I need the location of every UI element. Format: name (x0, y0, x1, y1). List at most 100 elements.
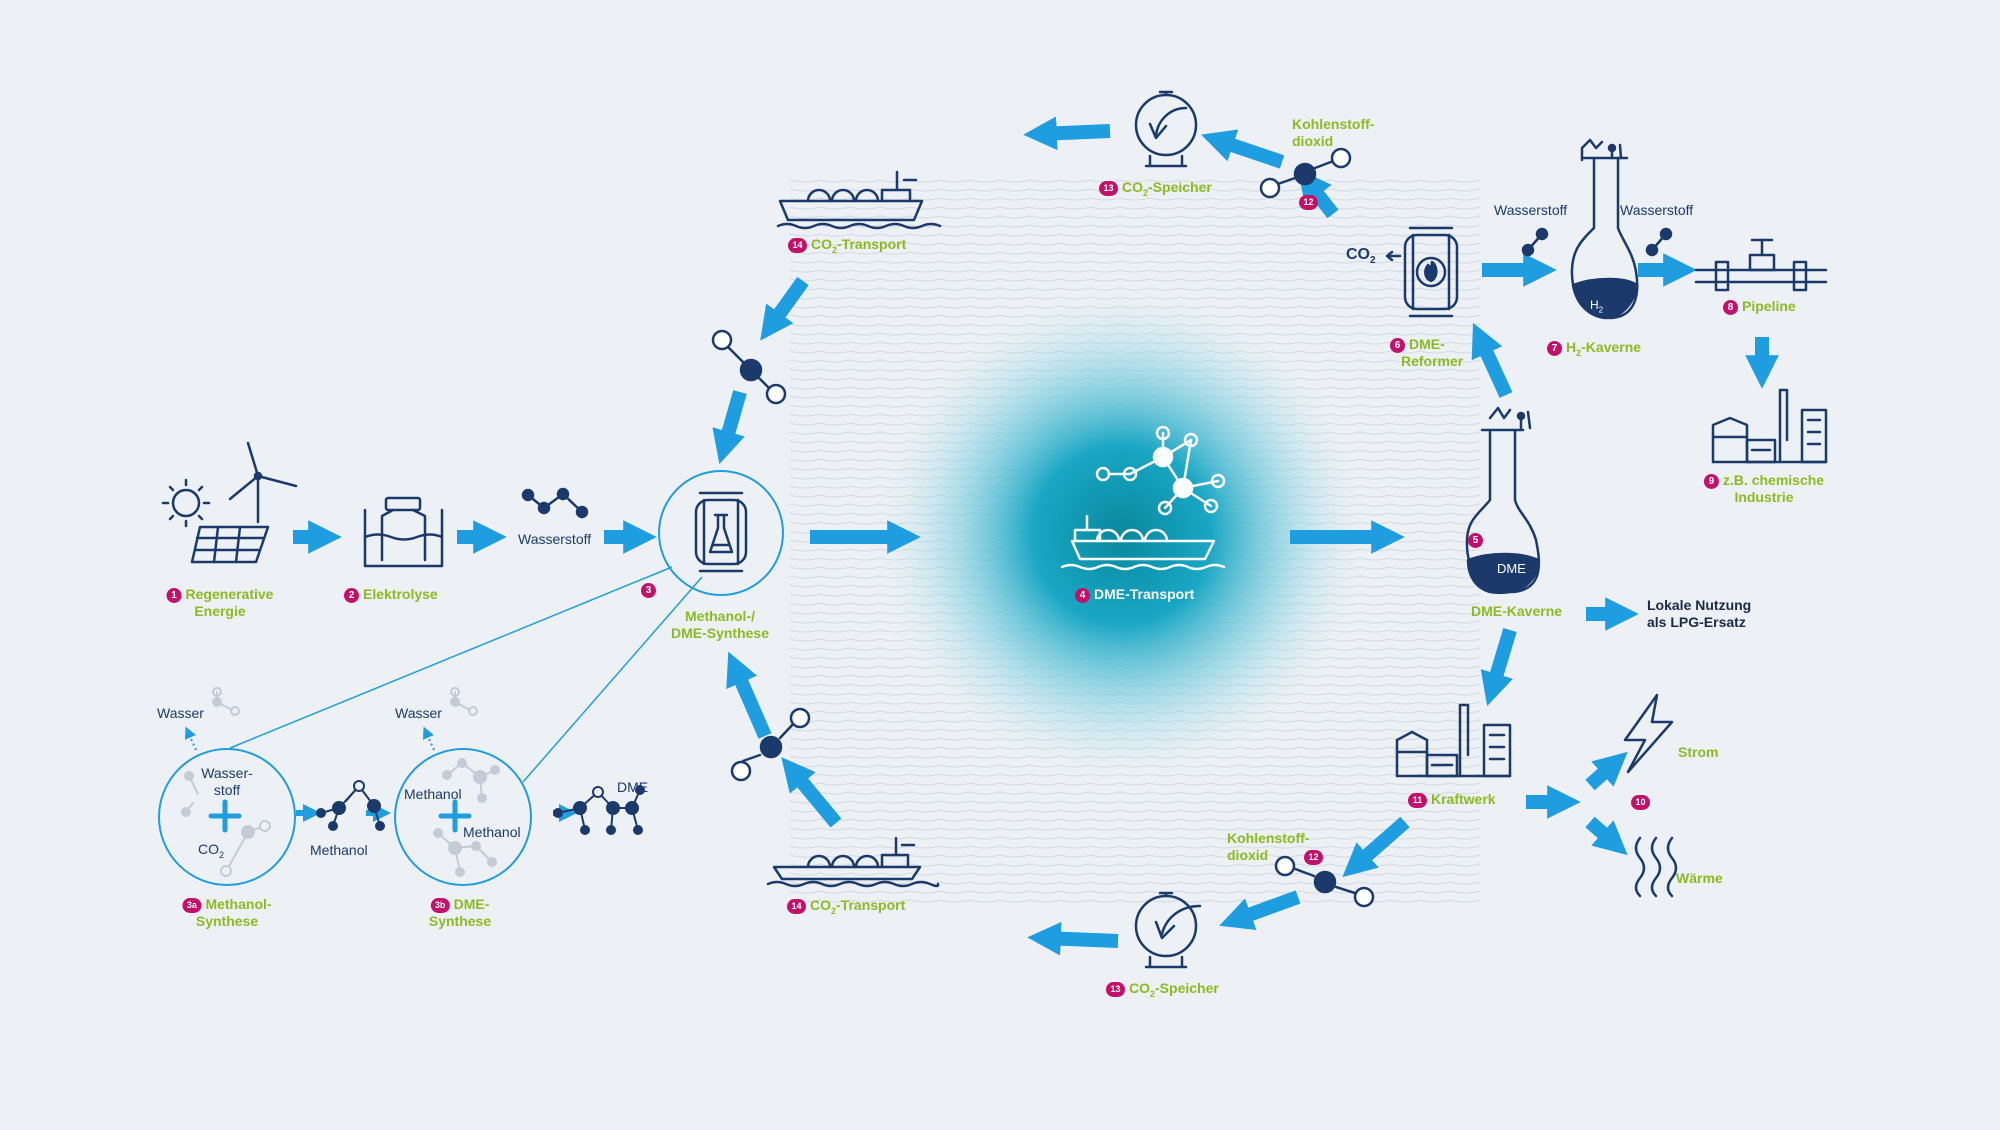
wave-line (789, 215, 1481, 219)
arrow-storage-bottom-out (1027, 921, 1119, 956)
arrow-co2bottom-to-synthesis (781, 757, 842, 828)
ship-molecule-icon (1060, 425, 1226, 571)
cavern-dme-text: DME (1497, 561, 1526, 576)
wave-line (789, 269, 1481, 273)
wave-line (789, 890, 1481, 894)
ship-icon-lower (766, 836, 940, 888)
wave-line (789, 881, 1481, 885)
wave-line (789, 791, 1481, 795)
badge-9: 9 (1703, 474, 1719, 489)
arrow-co2-to-storage-bottom (1219, 890, 1301, 931)
co2-storage-icon-top (1134, 90, 1198, 168)
dme-cavern-icon (1465, 406, 1541, 594)
arrow-co2-to-storage-top (1201, 129, 1285, 169)
wave-line (789, 872, 1481, 876)
badge-11: 11 (1408, 793, 1427, 808)
hydrogen-molecule-icon-cavern (1645, 227, 1673, 257)
electrolysis-icon (363, 496, 444, 568)
badge-1: 1 (166, 588, 182, 603)
co2-molecule-icon-lower (730, 707, 811, 782)
flow-arrows (293, 116, 1779, 956)
wave-line (789, 260, 1481, 264)
label-dme-product: DME (617, 779, 649, 795)
wave-line (789, 809, 1481, 813)
label-kohlenstoffdioxid-bottom: Kohlenstoff- dioxid (1227, 830, 1310, 863)
badge-13-bottom: 13 (1106, 982, 1125, 997)
label-dme-kaverne: DME-Kaverne (1471, 603, 1563, 619)
badge-12-top: 12 (1299, 195, 1318, 210)
co2-molecule-icon-bottom-right (1274, 855, 1375, 908)
badge-10: 10 (1631, 795, 1650, 810)
badge-8: 8 (1723, 300, 1738, 315)
lightning-icon (1623, 693, 1674, 774)
label-waerme: Wärme (1676, 870, 1723, 886)
arrow-powerplant-to-co2-bottom (1342, 816, 1410, 878)
methanol-molecule-icon (316, 780, 385, 831)
label-wasserstoff-top-2: Wasserstoff (1620, 202, 1694, 218)
label-wasserstoff-detail: Wasser- stoff (201, 765, 253, 798)
label-strom: Strom (1678, 744, 1719, 760)
wave-line (789, 197, 1481, 201)
detail-connectors (229, 566, 703, 783)
detail-dotted-arrows (184, 726, 435, 751)
co2-storage-icon-bottom (1134, 891, 1202, 969)
badge-2: 2 (344, 588, 359, 603)
h2-cavern-icon (1570, 138, 1639, 320)
label-co2-detail: CO2 (198, 841, 225, 860)
co2-molecule-icon-top-right (1259, 147, 1352, 199)
badge-6: 6 (1390, 338, 1405, 353)
label-methanol-input-bottom: Methanol (463, 824, 521, 840)
wave-line (789, 206, 1481, 210)
badge-3b: 3b (430, 898, 450, 913)
arrow-to-waerme (1585, 816, 1628, 856)
badge-4: 4 (1075, 588, 1090, 603)
label-kohlenstoffdioxid-top: Kohlenstoff- dioxid (1292, 116, 1375, 149)
arrow-co2transport-bottom-up (726, 651, 772, 739)
badge-12-bottom: 12 (1304, 850, 1323, 865)
label-methanol-input-top: Methanol (404, 786, 462, 802)
label-lokale-nutzung: Lokale Nutzung als LPG-Ersatz (1647, 597, 1752, 630)
arrow-co2-to-synthesis (712, 390, 747, 465)
label-methanol-product: Methanol (310, 842, 368, 858)
dme-molecule-icon (553, 785, 645, 835)
ship-icon-upper (776, 170, 942, 230)
wave-line (789, 242, 1481, 246)
heat-waves-icon (1634, 836, 1678, 898)
arrow-reformer-to-co2-top (1297, 168, 1339, 219)
reactor-icon (658, 470, 784, 596)
badge-7: 7 (1547, 341, 1562, 356)
wave-line (789, 251, 1481, 255)
solar-wind-icon (161, 441, 298, 564)
methanol-synthesis-detail (158, 687, 296, 886)
badge-5: 5 (1468, 533, 1483, 548)
wave-line (789, 818, 1481, 822)
arrow-cavern-to-powerplant (1480, 627, 1517, 707)
label-wasser-1: Wasser (157, 705, 204, 721)
wave-line (789, 800, 1481, 804)
arrow-storage-top-out (1023, 116, 1111, 151)
hydrogen-molecule-icon (521, 487, 589, 519)
badge-14-top: 14 (788, 238, 807, 253)
badge-3: 3 (641, 583, 656, 598)
wave-line (789, 863, 1481, 867)
dme-synthesis-detail (394, 687, 532, 886)
badge-14-bottom: 14 (787, 899, 806, 914)
cavern-h2-text: H2 (1590, 298, 1604, 315)
co2-molecule-icon-upper (711, 329, 787, 405)
label-wasserstoff-left: Wasserstoff (518, 531, 592, 547)
power-plant-icon (1395, 703, 1512, 778)
reformer-icon (1385, 226, 1459, 318)
arrow-cavern-to-reformer (1471, 322, 1513, 398)
